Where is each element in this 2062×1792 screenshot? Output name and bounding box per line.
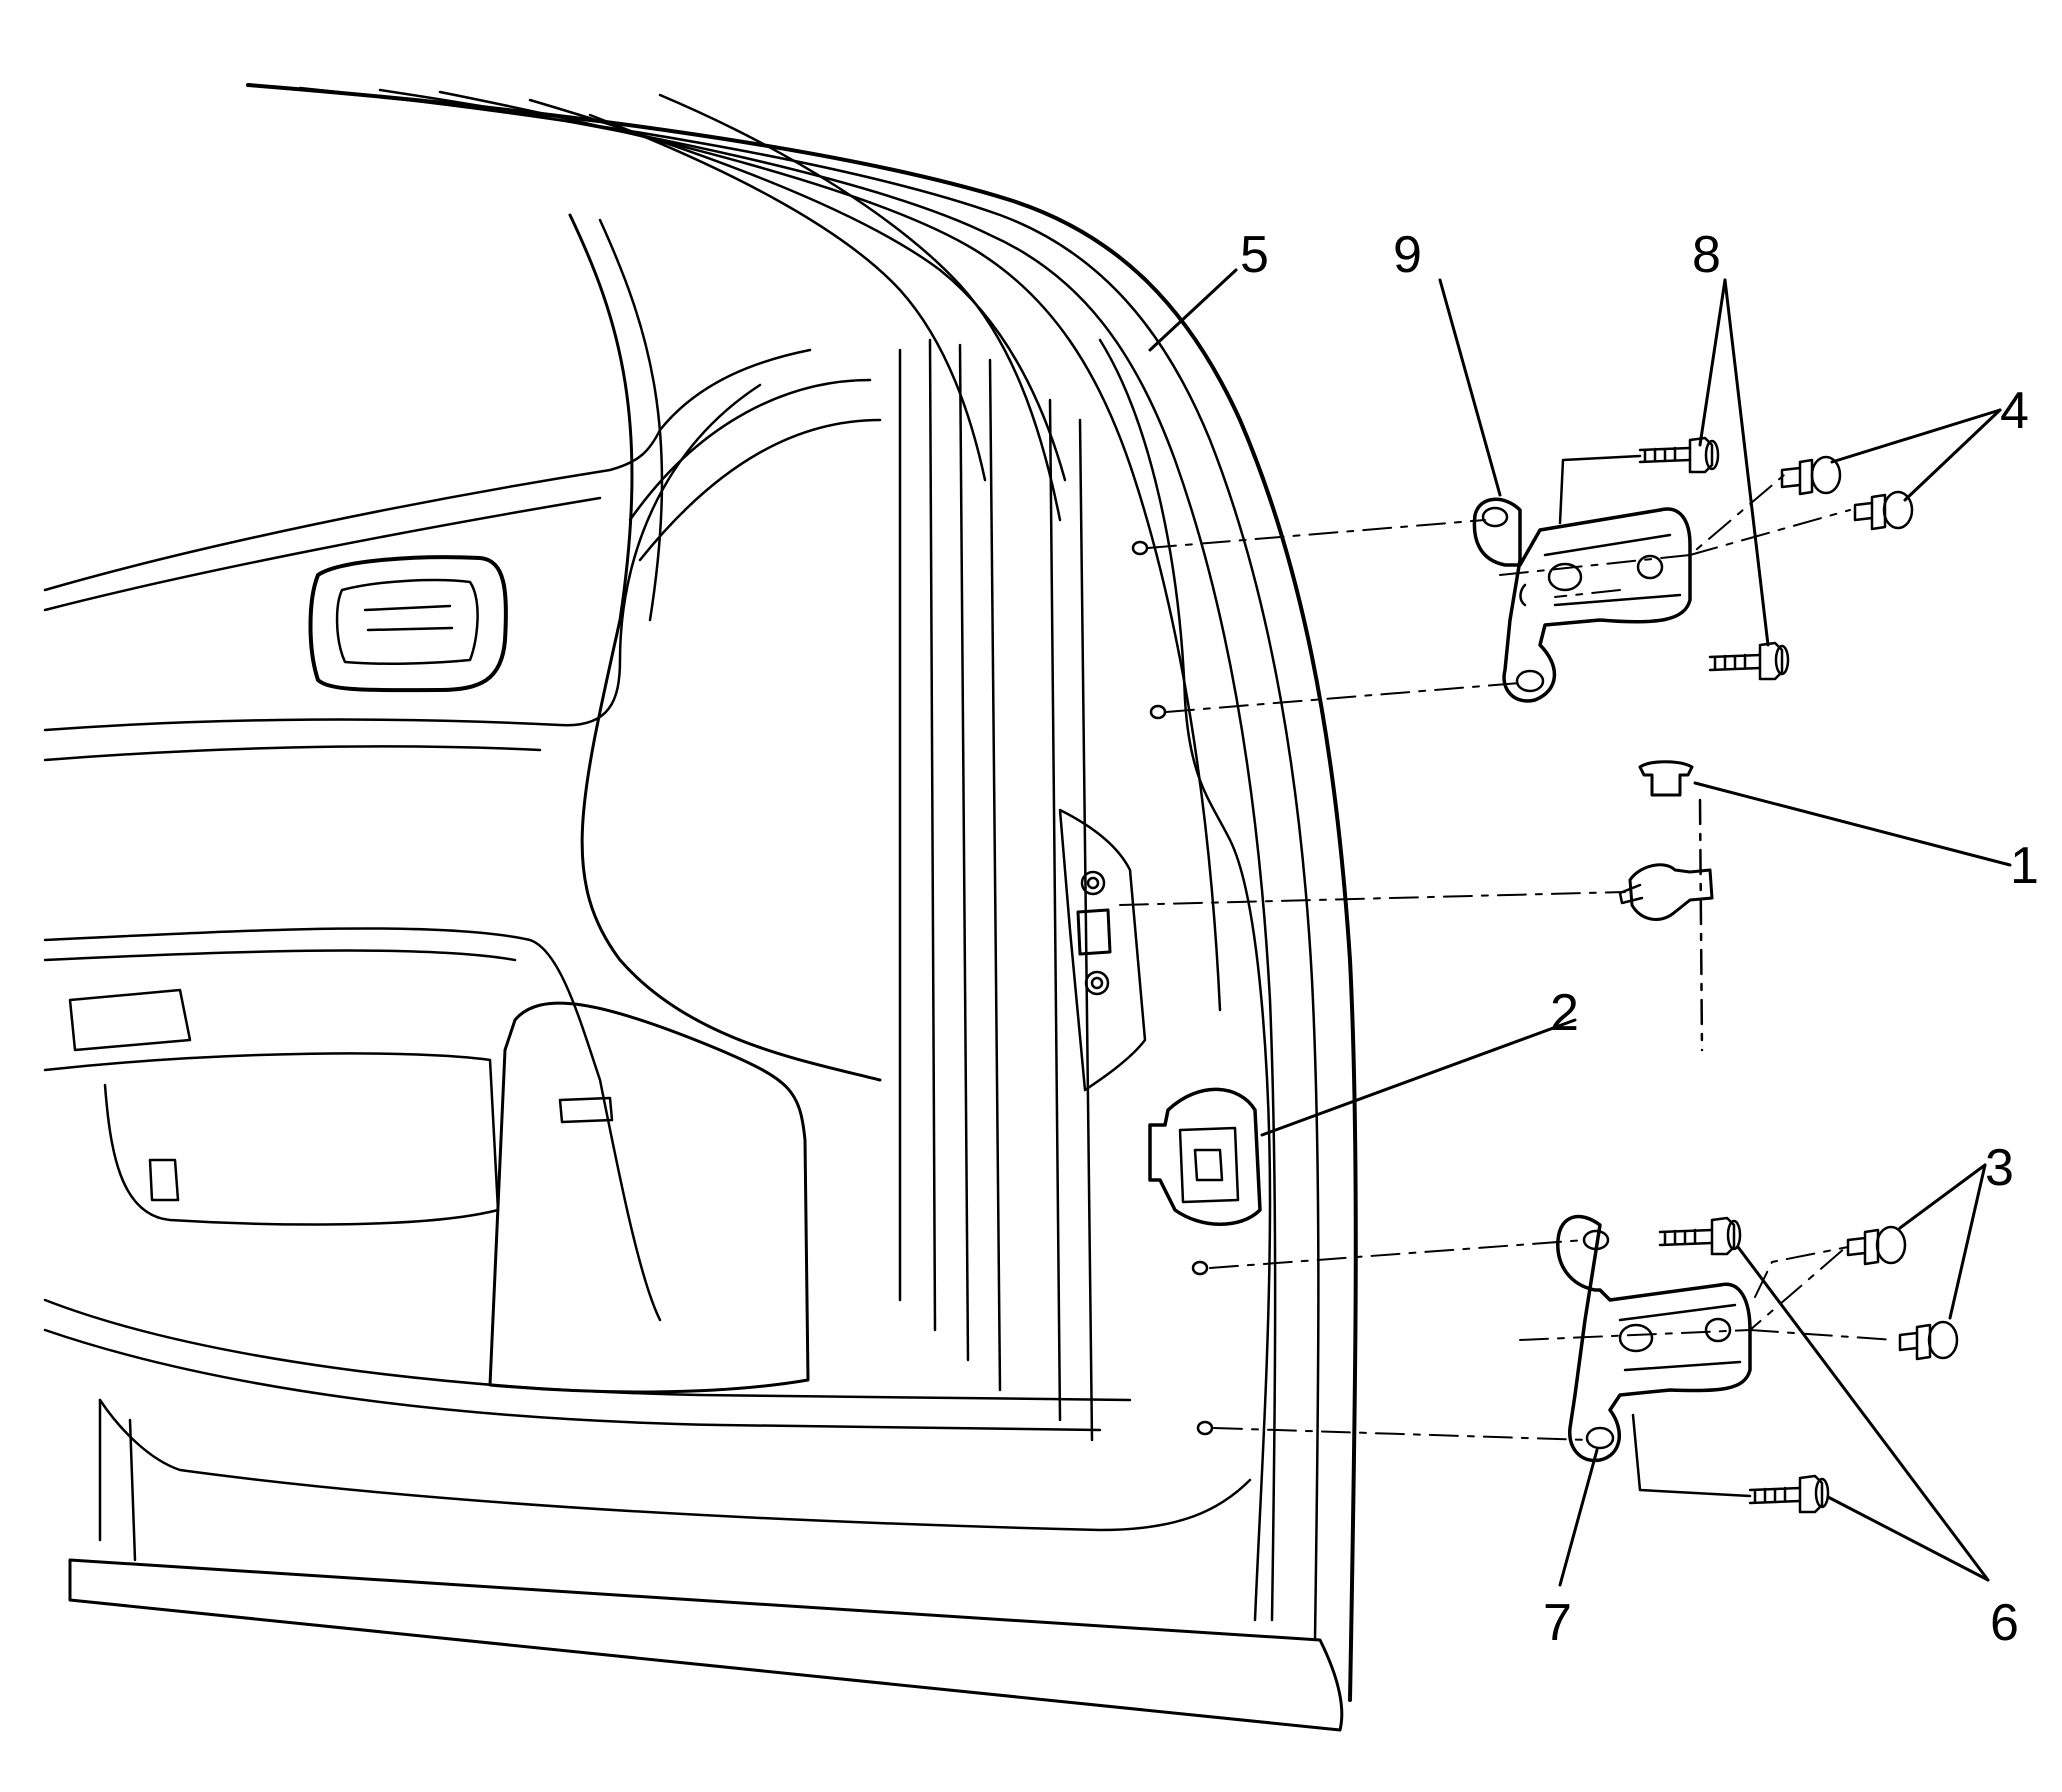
callout-8: 8: [1692, 226, 1721, 284]
callout-9: 9: [1393, 226, 1422, 284]
door-lower: [43, 1298, 1132, 1402]
door-assembly: [43, 83, 1358, 1732]
callout-4: 4: [2000, 382, 2029, 440]
nut-lower-2: [1898, 1320, 1959, 1361]
bolt-upper-2: [1708, 641, 1790, 681]
check-strap-bracket: [1076, 870, 1112, 996]
callout-3: 3: [1985, 1139, 2014, 1197]
door-check-link: [1618, 863, 1714, 921]
alignment-lines: [1119, 469, 1896, 1441]
hinge-hole-upper-1: [1131, 540, 1149, 556]
door-frame-outer: [246, 83, 1358, 1702]
speaker-pocket: [488, 1001, 810, 1394]
callout-leaders: [1148, 268, 2012, 1587]
callout-6: 6: [1990, 1594, 2019, 1652]
armrest: [43, 927, 662, 1322]
door-panel-top: [43, 348, 812, 592]
hinge-hole-lower-2: [1196, 1420, 1214, 1436]
hinge-hole-upper-2: [1149, 704, 1167, 720]
door-handle: [308, 555, 508, 693]
callout-5: 5: [1240, 226, 1269, 284]
bolt-lower-2: [1748, 1474, 1830, 1514]
window-arch: [568, 213, 882, 1082]
bolt-upper-1: [1638, 436, 1720, 474]
callout-7: 7: [1543, 1594, 1572, 1652]
callout-2: 2: [1550, 984, 1579, 1042]
nut-upper-2: [1853, 490, 1914, 531]
hinge-pillar: [1098, 338, 1272, 1622]
upper-hinge: [1472, 497, 1692, 703]
lower-hinge: [1556, 1214, 1752, 1463]
nut-lower-1: [1846, 1225, 1907, 1266]
hinge-hole-lower-1: [1191, 1260, 1209, 1276]
callout-labels: 5 9 8 4 1 2 3 7 6: [1240, 226, 2039, 1652]
wiring-harness-connector: [1148, 1087, 1262, 1226]
callout-1: 1: [2010, 837, 2039, 895]
nut-upper-1: [1780, 455, 1842, 496]
hinge-pin: [1638, 760, 1704, 1052]
bolt-lower-1: [1658, 1216, 1742, 1256]
